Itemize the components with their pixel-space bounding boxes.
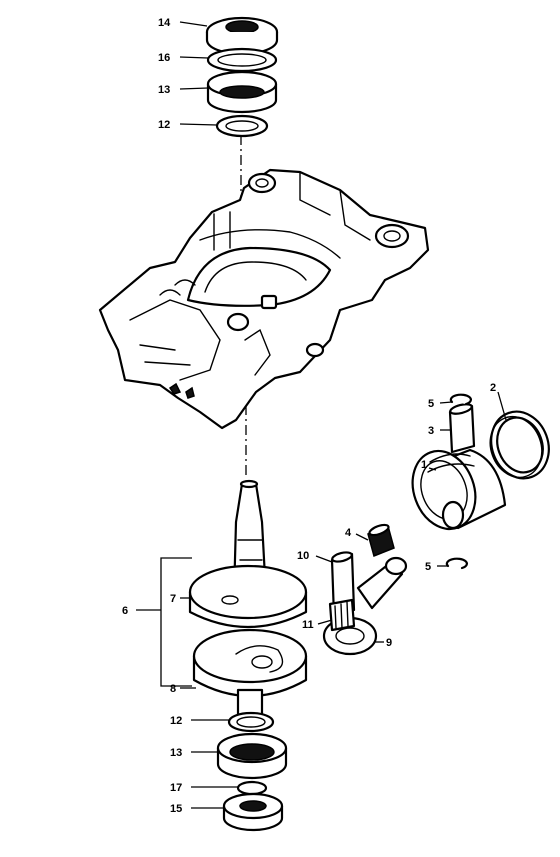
part-15-oil-seal [222, 792, 284, 832]
part-14-oil-seal [205, 16, 279, 56]
callout-15: 15 [170, 803, 182, 815]
part-4-nut [367, 523, 395, 558]
callout-16: 16 [158, 52, 170, 64]
callout-8: 8 [170, 683, 176, 695]
part-2-piston-rings [489, 410, 550, 480]
callout-5-lower: 5 [425, 561, 431, 573]
part-1-piston [411, 448, 507, 531]
part-11-needle-bearing [328, 598, 356, 632]
callout-labels: 14 16 13 12 5 2 3 1 4 10 5 6 7 11 9 8 12… [122, 17, 496, 815]
callout-4: 4 [345, 527, 352, 539]
callout-3: 3 [428, 425, 434, 437]
part-13-lower-bearing [216, 732, 288, 780]
part-6-crankshaft [188, 479, 308, 718]
part-17-retainer-ring [236, 780, 268, 796]
callout-12-upper: 12 [158, 119, 170, 131]
callout-5-upper: 5 [428, 398, 434, 410]
callout-13-upper: 13 [158, 84, 170, 96]
part-5-lower-circlip [445, 557, 468, 570]
part-12-lower-ring [227, 711, 275, 733]
callout-10: 10 [297, 550, 309, 562]
callout-13-lower: 13 [170, 747, 182, 759]
callout-12-lower: 12 [170, 715, 182, 727]
part-16-seal-ring [206, 47, 278, 73]
callout-7: 7 [170, 593, 176, 605]
callout-9: 9 [386, 637, 392, 649]
part-13-upper-bearing [206, 70, 278, 114]
callout-14: 14 [158, 17, 171, 29]
part-12-upper-ring [215, 114, 269, 138]
callout-6: 6 [122, 605, 128, 617]
crankcase-housing [98, 168, 430, 430]
callout-11: 11 [302, 619, 314, 631]
callout-17: 17 [170, 782, 182, 794]
part-5-upper-circlip [449, 393, 472, 406]
callout-2: 2 [490, 382, 496, 394]
part-7-upper-crank-web [188, 564, 308, 629]
callout-1: 1 [421, 459, 427, 471]
leader-lines [136, 21, 507, 809]
part-8-lower-crank-web [192, 628, 308, 698]
part-3-piston-pin [448, 403, 476, 454]
